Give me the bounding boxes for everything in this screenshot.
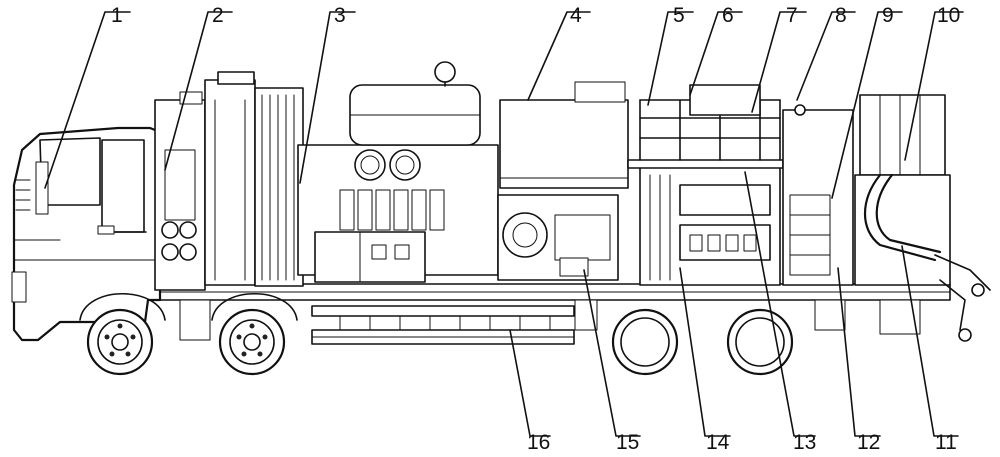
wheel-front-1 <box>88 310 152 374</box>
component-4-tank <box>500 100 628 188</box>
callout-9: 9 <box>882 4 894 27</box>
wheel-front-2 <box>220 310 284 374</box>
component-2-air-filter <box>155 92 205 290</box>
callout-3: 3 <box>334 4 346 27</box>
wheel-rear-2 <box>728 310 792 374</box>
callout-1: 1 <box>111 4 123 27</box>
callout-11: 11 <box>935 431 957 454</box>
wheel-rear-1 <box>613 310 677 374</box>
transmission <box>498 195 618 280</box>
callout-5: 5 <box>673 4 685 27</box>
callout-14: 14 <box>706 431 730 454</box>
callout-2: 2 <box>212 4 224 27</box>
callout-16: 16 <box>527 431 550 454</box>
callout-15: 15 <box>616 431 639 454</box>
radiator-pack <box>205 72 303 286</box>
callout-12: 12 <box>857 431 880 454</box>
callout-13: 13 <box>793 431 816 454</box>
component-3-engine <box>298 62 498 282</box>
callout-6: 6 <box>722 4 734 27</box>
callout-7: 7 <box>786 4 798 27</box>
callout-4: 4 <box>570 4 582 27</box>
callout-10: 10 <box>937 4 960 27</box>
component-14-pump <box>640 165 780 285</box>
callout-8: 8 <box>835 4 847 27</box>
